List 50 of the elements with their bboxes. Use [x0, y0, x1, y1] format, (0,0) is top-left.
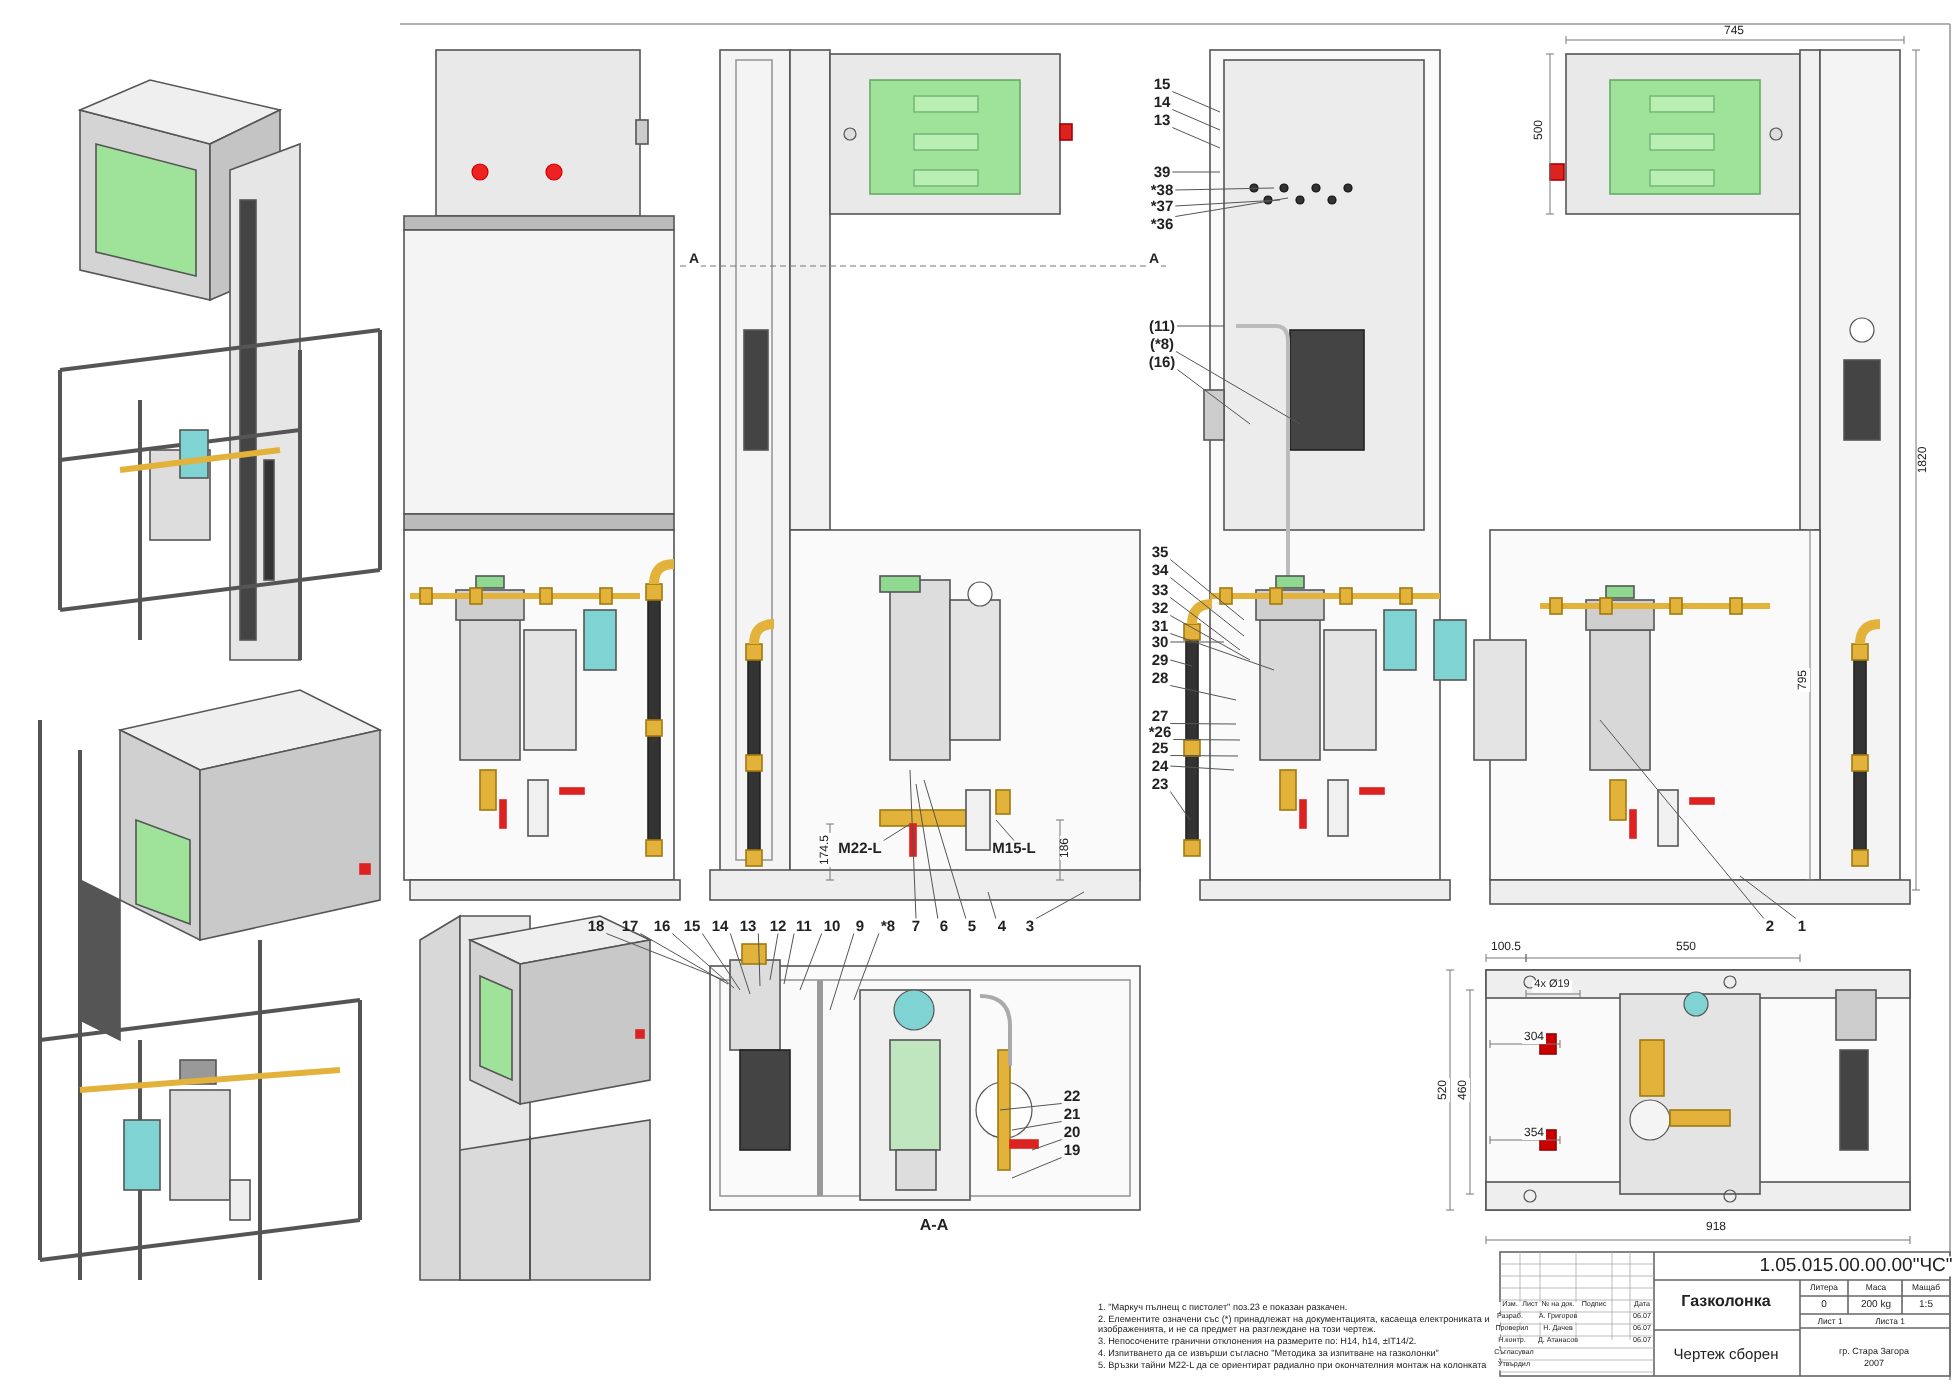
leader-line	[829, 933, 855, 1011]
leader-line	[729, 933, 751, 995]
leader-line	[1169, 755, 1239, 757]
leader-line	[1031, 1139, 1063, 1151]
leader-line	[1169, 641, 1225, 643]
leader-line	[987, 891, 997, 919]
leader-line	[1169, 723, 1237, 725]
leader-line	[671, 933, 735, 989]
leader-line	[1172, 739, 1241, 741]
leader-line	[1171, 171, 1221, 173]
leader-line	[605, 933, 725, 981]
leader-line	[909, 769, 917, 919]
leader-line	[1171, 91, 1221, 113]
leader-line	[1174, 199, 1281, 207]
leader-line	[1011, 1157, 1063, 1179]
leader-line	[639, 933, 729, 985]
drawing-title: Газколонка	[1679, 1294, 1773, 1310]
leader-line	[923, 779, 967, 919]
leader-line	[1739, 875, 1797, 919]
leader-line	[995, 819, 1015, 841]
leader-line	[1169, 765, 1235, 771]
leader-line	[1169, 685, 1237, 701]
leader-line	[757, 933, 761, 987]
leader-line	[1169, 559, 1245, 621]
leader-line	[799, 933, 823, 991]
leader-line	[1169, 615, 1251, 661]
leader-line	[783, 933, 795, 985]
leader-line	[1169, 659, 1193, 667]
leader-line	[883, 823, 911, 841]
leader-line	[1035, 891, 1085, 919]
drawing-number: 1.05.015.00.00.00"ЧС"	[1757, 1256, 1955, 1276]
leader-line	[1174, 187, 1275, 191]
leader-line	[1169, 577, 1245, 637]
leader-line	[1169, 633, 1275, 671]
leader-line	[769, 933, 779, 981]
leader-line	[1175, 351, 1301, 425]
leader-line	[1011, 1121, 1063, 1131]
leader-line	[1599, 719, 1765, 919]
leader-line	[999, 1103, 1063, 1111]
leader-line	[1169, 597, 1241, 651]
leader-line	[1171, 109, 1221, 131]
leader-line	[853, 933, 880, 1001]
leader-line	[1169, 791, 1191, 821]
leader-line	[1176, 369, 1251, 425]
section-marker: A-A	[917, 1218, 951, 1234]
leader-line	[701, 933, 741, 991]
leader-line	[1171, 127, 1221, 149]
leader-line	[1176, 325, 1225, 327]
leader-line	[1174, 197, 1289, 217]
leader-line	[915, 783, 939, 919]
